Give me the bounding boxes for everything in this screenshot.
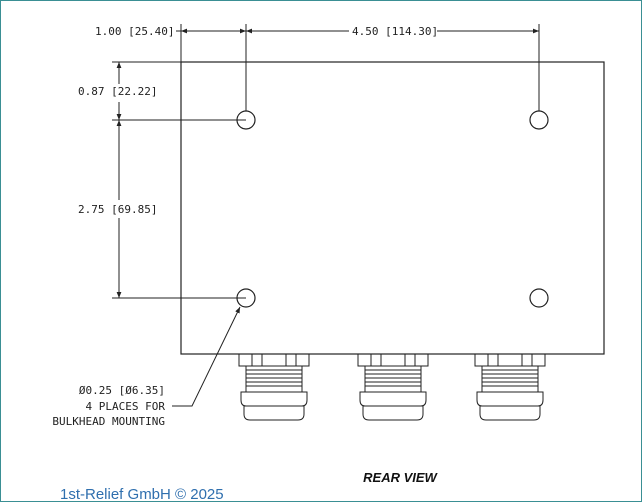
vertical-dimension	[112, 61, 246, 299]
mounting-hole-top-right	[529, 110, 549, 130]
enclosure-rear-panel	[180, 61, 605, 355]
cable-gland-3	[474, 353, 546, 421]
hole-note-line-3: BULKHEAD MOUNTING	[52, 415, 165, 428]
mounting-hole-bottom-right	[529, 288, 549, 308]
horizontal-dimension	[176, 24, 540, 111]
view-title: REAR VIEW	[363, 470, 438, 485]
hole-note-line-2: 4 PLACES FOR	[86, 400, 166, 413]
cable-gland-2	[357, 353, 429, 421]
hole-note-leader	[172, 306, 241, 407]
dim-vertical-spacing: 2.75 [69.85]	[78, 203, 157, 216]
hole-note-line-1: Ø0.25 [Ø6.35]	[79, 384, 165, 397]
dim-horizontal-offset: 1.00 [25.40]	[95, 25, 174, 38]
dim-horizontal-spacing: 4.50 [114.30]	[352, 25, 438, 38]
dim-vertical-offset: 0.87 [22.22]	[78, 85, 157, 98]
copyright-notice: 1st-Relief GmbH © 2025	[60, 486, 224, 502]
cable-gland-1	[238, 353, 310, 421]
